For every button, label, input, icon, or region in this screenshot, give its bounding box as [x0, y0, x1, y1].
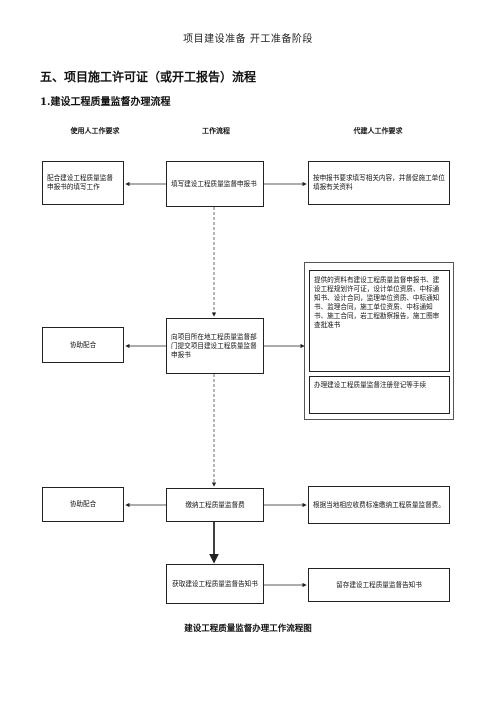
column-header-user: 使用人工作要求	[70, 126, 120, 135]
box-obtain-notice: 获取建设工程质量监督告知书	[166, 564, 264, 604]
box-user-fill-assist: 配合建设工程质量监督申报书的填写工作	[42, 161, 124, 205]
page-header: 项目建设准备 开工准备阶段	[183, 34, 313, 45]
section-title: 五、项目施工许可证（或开工报告）流程	[40, 70, 257, 84]
box-agent-registration: 办理建设工程质量监督注册登记等手续	[309, 376, 450, 414]
column-header-agent: 代建人工作要求	[353, 126, 403, 135]
subsection-title: 1.建设工程质量监督办理流程	[40, 97, 171, 108]
box-agent-document-list: 提供的资料有建设工程质量监督申报书、建设工程规划许可证，设计单位资质、中标通知书…	[309, 270, 450, 372]
figure-caption: 建设工程质量监督办理工作流程图	[184, 624, 312, 634]
column-header-workflow: 工作流程	[202, 126, 230, 135]
box-user-assist-fee: 协助配合	[42, 487, 124, 522]
box-pay-fee: 缴纳工程质量监督费	[166, 488, 264, 522]
box-agent-pay-fee: 根据当地相应收费标准缴纳工程质量监督费。	[308, 486, 450, 524]
box-submit-application: 向项目所在地工程质量监督部门提交项目建设工程质量监督申报书	[166, 318, 264, 374]
box-agent-fill-supervise: 按申报书要求填写相关内容，并督促施工单位填报有关资料	[308, 161, 450, 205]
box-fill-application: 填写建设工程质量监督申报书	[166, 161, 264, 207]
box-user-assist-submit: 协助配合	[42, 327, 124, 363]
box-agent-keep-notice: 留存建设工程质量监督告知书	[308, 568, 450, 602]
